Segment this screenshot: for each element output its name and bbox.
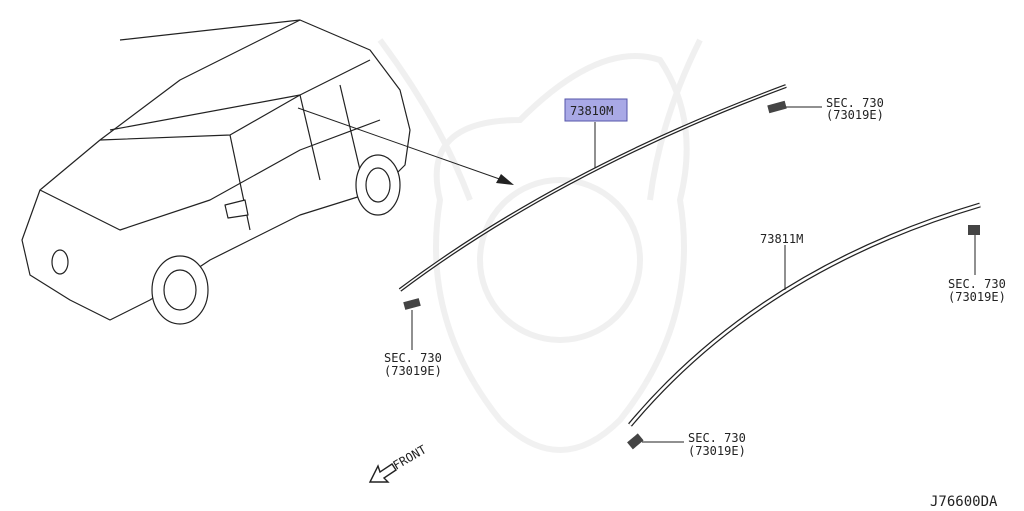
- pointer-arrowhead: [496, 174, 514, 185]
- section-ref[interactable]: SEC. 730: [948, 277, 1006, 291]
- section-ref[interactable]: SEC. 730: [384, 351, 442, 365]
- clip-icon[interactable]: [968, 225, 980, 235]
- part-label-73811M[interactable]: 73811M: [760, 232, 803, 246]
- clip-icon[interactable]: [403, 298, 421, 310]
- vehicle-illustration: [21, 19, 411, 325]
- section-ref-code: (73019E): [826, 108, 884, 122]
- part-label-73810M[interactable]: 73810M: [570, 104, 613, 118]
- section-ref[interactable]: SEC. 730: [826, 96, 884, 110]
- section-ref-code: (73019E): [948, 290, 1006, 304]
- diagram-code: J76600DA: [930, 494, 998, 510]
- watermark-logo: [377, 38, 703, 453]
- front-direction-label: FRONT: [391, 442, 429, 472]
- section-ref-code: (73019E): [688, 444, 746, 458]
- clip-icon[interactable]: [767, 100, 787, 114]
- section-ref[interactable]: SEC. 730: [688, 431, 746, 445]
- highlight-box: [564, 98, 628, 122]
- clip-icon[interactable]: [627, 433, 644, 450]
- section-ref-code: (73019E): [384, 364, 442, 378]
- front-arrow-icon: [368, 463, 397, 483]
